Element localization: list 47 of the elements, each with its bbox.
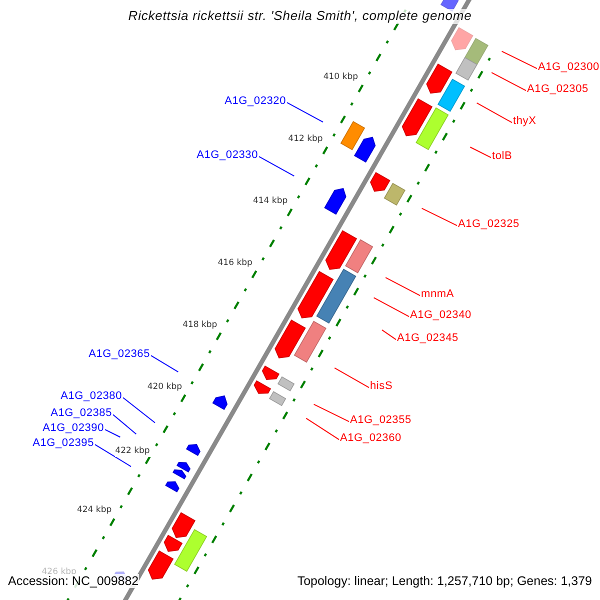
diagram-title: Rickettsia rickettsii str. 'Sheila Smith', complete genome <box>128 9 472 24</box>
gene-label: A1G_02345 <box>397 332 458 345</box>
scale-label: 420 kbp <box>147 382 182 392</box>
leader-line <box>306 418 340 440</box>
gene-label: A1G_02360 <box>340 432 402 445</box>
scale-label: 422 kbp <box>115 447 150 458</box>
gene-label: mnmA <box>421 288 454 301</box>
leader-line <box>373 297 410 318</box>
gene-label: tolB <box>492 150 512 163</box>
scale-label: 416 kbp <box>218 258 252 268</box>
gene-label: A1G_02385 <box>50 407 112 420</box>
scale-label: 424 kbp <box>76 506 112 516</box>
gene-label: A1G_02300 <box>538 61 600 74</box>
gene-label: A1G_02355 <box>350 414 412 427</box>
leader-line <box>258 156 295 177</box>
scale-label: 412 kbp <box>288 134 323 145</box>
gene-label: A1G_02325 <box>458 218 520 231</box>
gene-label: A1G_02395 <box>32 437 94 450</box>
footer-text: Accession: NC_009882 <box>8 574 139 588</box>
gene-label: A1G_02390 <box>42 422 104 435</box>
leader-line <box>150 355 179 372</box>
scale-label: 414 kbp <box>252 196 288 207</box>
leader-line <box>385 277 420 296</box>
leader-line <box>421 208 458 226</box>
gene-label: A1G_02365 <box>88 348 150 361</box>
leader-line <box>122 397 156 424</box>
footer-text: Topology: linear; Length: 1,257,710 bp; Genes: 1,379 <box>297 574 592 588</box>
leader-line <box>104 429 121 438</box>
gene-label: hisS <box>370 380 393 393</box>
scale-label: 418 kbp <box>182 320 218 330</box>
leader-line <box>334 367 370 388</box>
gene-label: A1G_02380 <box>60 390 122 403</box>
leader-line <box>94 444 132 468</box>
gene-label: A1G_02320 <box>224 95 286 108</box>
gene-label: A1G_02340 <box>410 309 472 322</box>
leader-line <box>491 72 526 92</box>
leader-line <box>476 102 512 124</box>
leader-line <box>112 414 137 435</box>
leader-line <box>313 404 350 422</box>
gene-label: thyX <box>513 115 536 128</box>
scale-label: 410 kbp <box>323 73 358 83</box>
leader-line <box>286 102 324 123</box>
gene-label: A1G_02330 <box>196 149 258 162</box>
gene-label: A1G_02305 <box>527 83 588 96</box>
leader-line <box>470 146 492 158</box>
leader-line <box>382 329 396 340</box>
leader-line <box>501 50 538 70</box>
